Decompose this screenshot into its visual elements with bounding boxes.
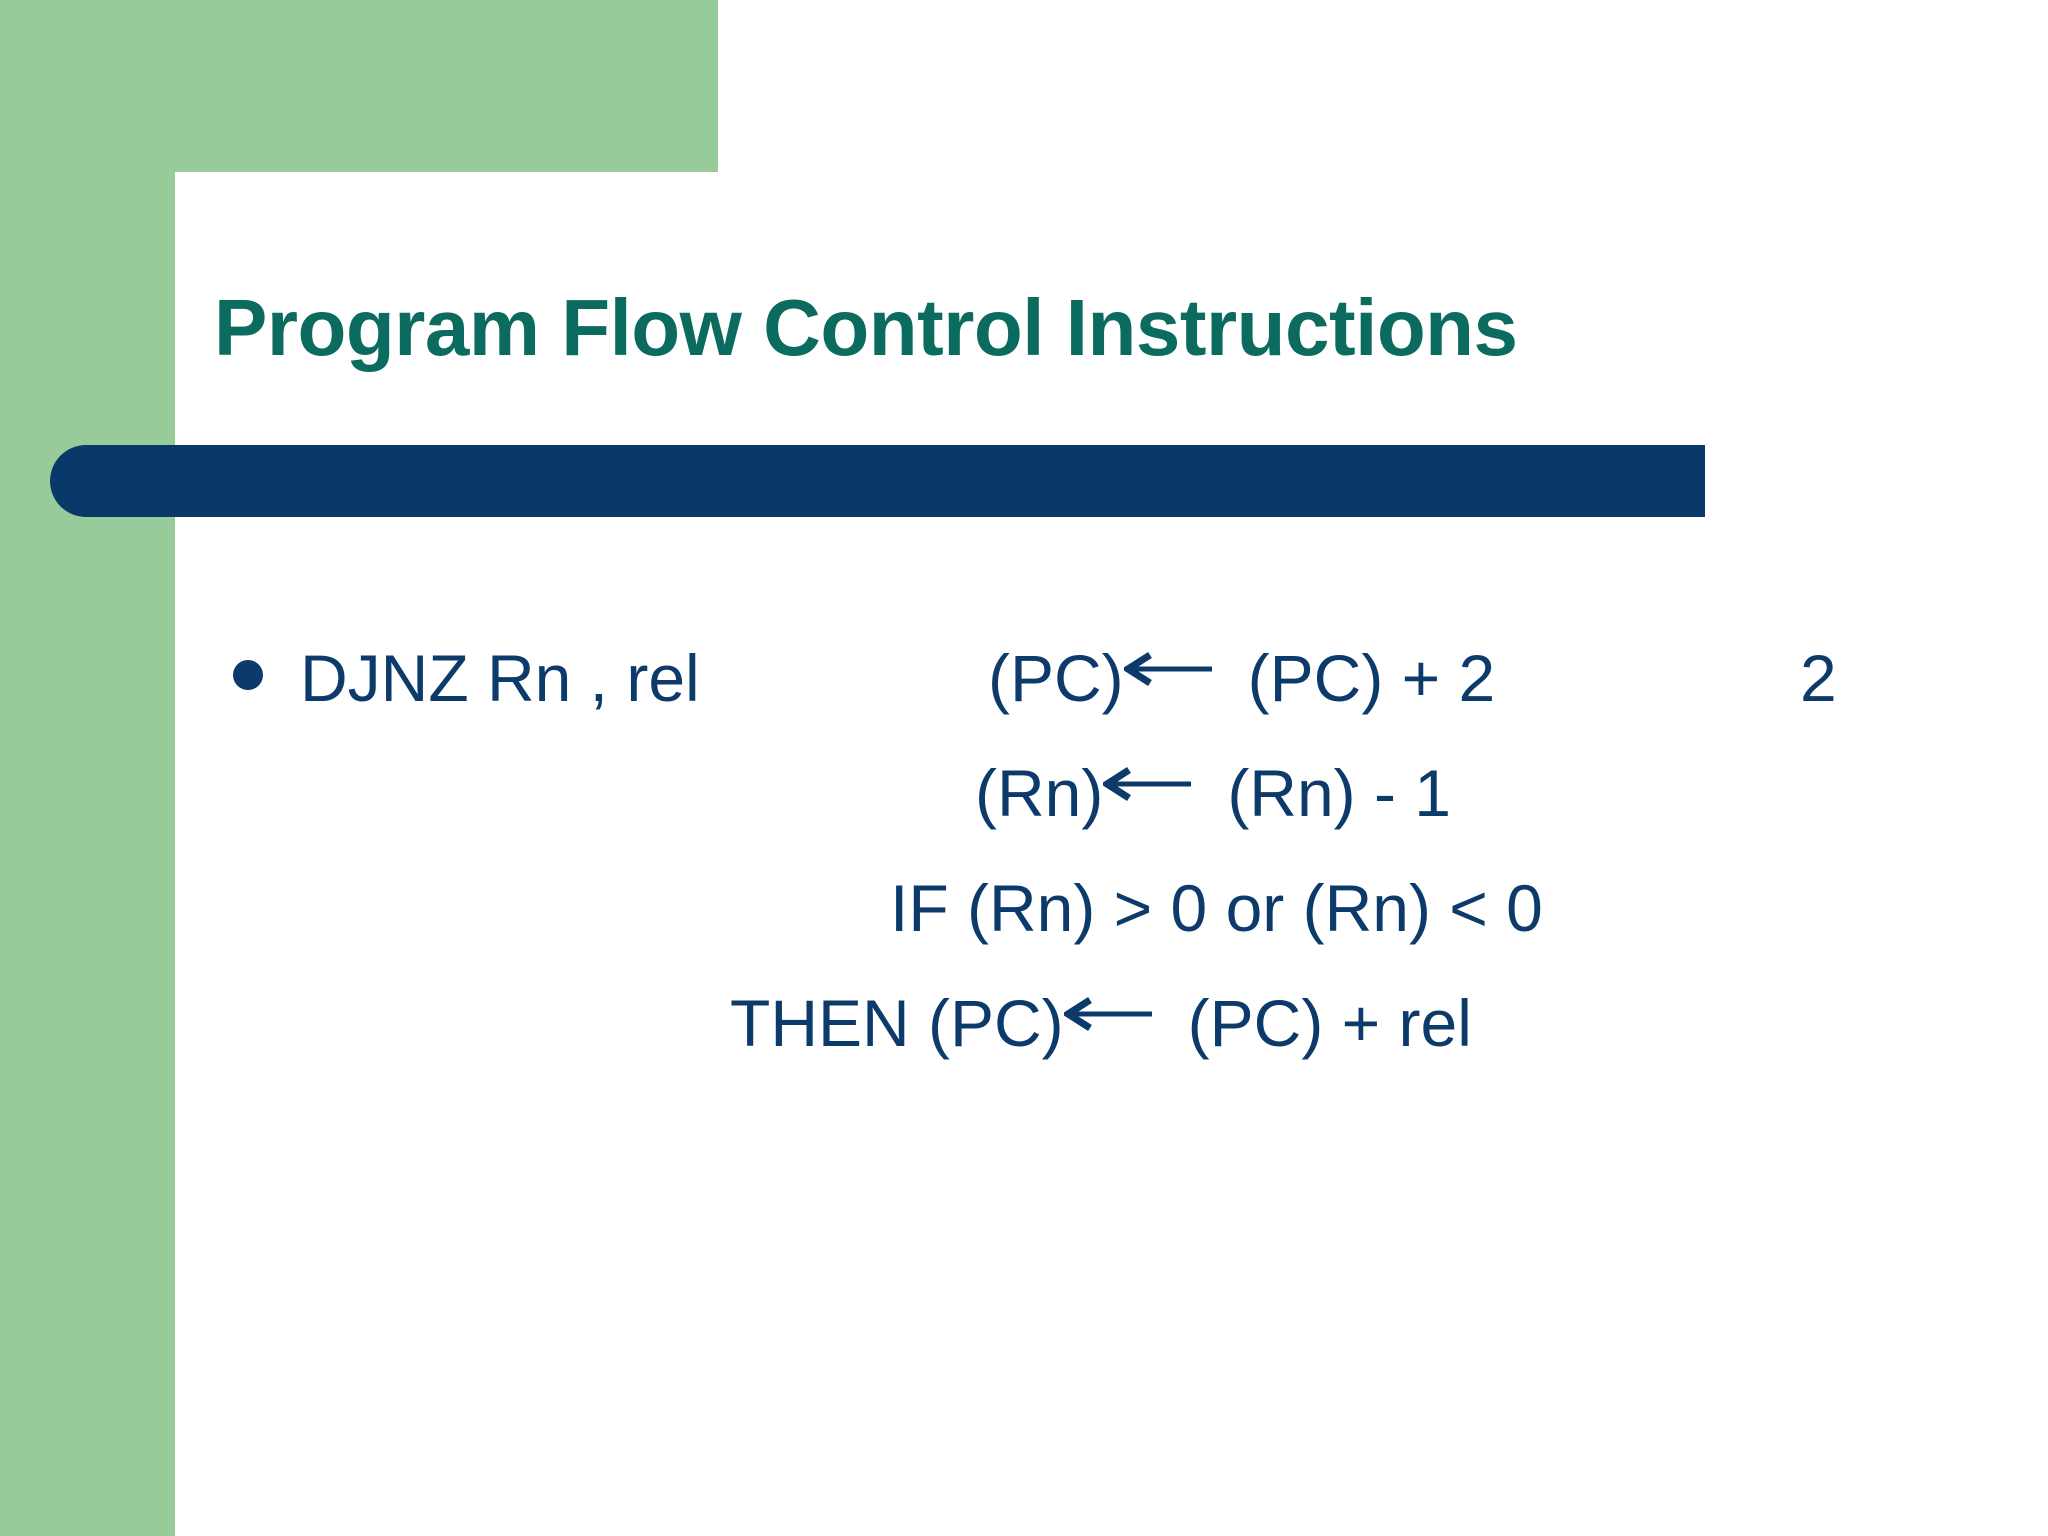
white-content-panel: [175, 172, 2048, 1536]
operation-line-1-right: (PC) + 2: [1247, 641, 1496, 715]
operation-line-2: (Rn) (Rn) - 1: [975, 755, 1451, 831]
top-green-block-decoration: [0, 0, 718, 172]
operation-line-4-prefix: THEN (PC): [730, 986, 1064, 1060]
operation-line-2-right: (Rn) - 1: [1227, 756, 1452, 830]
left-arrow-icon: [1063, 997, 1156, 1032]
operation-line-4-right: (PC) + rel: [1187, 986, 1472, 1060]
page-title: Program Flow Control Instructions: [214, 283, 1518, 372]
operation-line-4: THEN (PC) (PC) + rel: [730, 985, 1472, 1061]
operation-line-2-left: (Rn): [975, 756, 1104, 830]
instruction-byte-count: 2: [1800, 641, 1837, 715]
blue-divider-bar-decoration: [50, 445, 1705, 517]
left-arrow-icon: [1123, 652, 1216, 687]
operation-line-1-left: (PC): [988, 641, 1124, 715]
left-arrow-icon: [1103, 767, 1195, 802]
operation-line-1: (PC) (PC) + 2: [988, 640, 1495, 716]
operation-line-3: IF (Rn) > 0 or (Rn) < 0: [890, 871, 1543, 945]
instruction-mnemonic: DJNZ Rn , rel: [300, 641, 700, 715]
left-green-strip-decoration: [0, 0, 175, 1536]
